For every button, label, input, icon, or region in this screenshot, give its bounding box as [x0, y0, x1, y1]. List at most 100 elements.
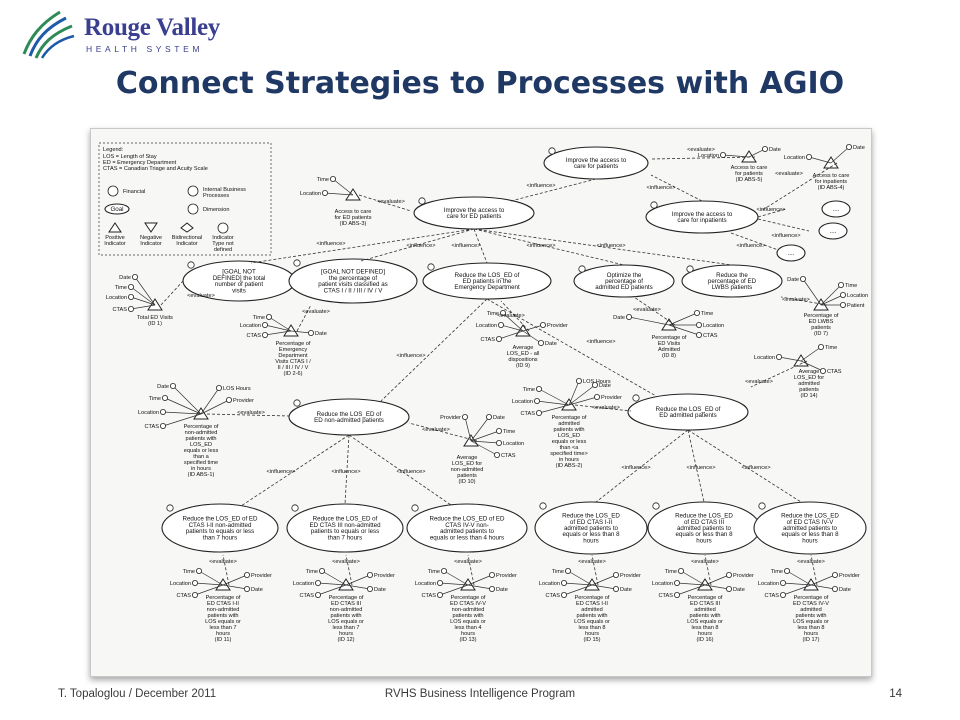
relation-label: <evaluate>: [377, 199, 405, 205]
goal-node: [534, 501, 648, 555]
indicator-label: (ID 10): [458, 479, 475, 485]
dimension-label: Location: [138, 410, 159, 416]
dimension-link: [591, 584, 617, 590]
dimension-node-icon: [216, 384, 223, 391]
dimension-node-icon: [780, 591, 787, 598]
dimension-label: Location: [415, 581, 436, 587]
dimension-link: [591, 574, 617, 586]
goal-label: [GOAL NOT: [222, 269, 256, 276]
evaluate-edge: [591, 554, 599, 586]
indicator-label: hours: [339, 631, 353, 637]
indicator-label: ED CTAS I-II: [207, 601, 239, 607]
ellipsis-label: ....: [833, 206, 840, 213]
dimension-link: [162, 413, 202, 427]
dimension-node-icon: [535, 385, 542, 392]
dimension-link: [264, 324, 292, 332]
influence-edge: [687, 429, 802, 503]
perspective-badge-icon: [548, 147, 556, 155]
evaluate-edge: [750, 360, 808, 388]
indicator-label: Percentage of: [794, 595, 829, 601]
dimension-label: Provider: [547, 323, 568, 329]
goal-label: patients to equals or less: [186, 528, 254, 535]
goal-node: [753, 501, 867, 555]
dimension-label: Provider: [733, 573, 754, 579]
goal-label: ED CTAS III non-admitted: [309, 522, 381, 529]
indicator-label: Percentage of: [329, 595, 364, 601]
perspective-badge-icon: [411, 504, 419, 512]
legend-item: Indicator: [212, 235, 234, 241]
goal-label: Reduce the LOS_ED of ED: [430, 516, 506, 523]
relation-label: <evaluate>: [578, 559, 606, 565]
dimension-link: [680, 570, 706, 586]
dimension-node-icon: [560, 579, 567, 586]
dimension-link: [820, 284, 842, 306]
goal-label: CTAS I / II / III / IV / V: [324, 287, 384, 294]
logo-wing-icon: [22, 10, 75, 59]
footer-program: RVHS Business Intelligence Program: [384, 688, 576, 700]
indicator-label: admitted: [581, 607, 602, 613]
goal-label: of ED CTAS IV-V: [787, 519, 835, 526]
dimension-label: Location: [512, 399, 533, 405]
relation-label: <evaluate>: [687, 147, 715, 153]
indicator-label: patients with: [207, 613, 238, 619]
dimension-link: [222, 574, 248, 586]
indicator-label: Percentage of: [804, 313, 839, 319]
perspective-badge-icon: [758, 502, 766, 510]
collapsed-goal-node: [818, 222, 848, 240]
goal-label: the percentage of: [329, 275, 377, 282]
dimension-label: Time: [771, 569, 783, 575]
dimension-node-icon: [537, 339, 544, 346]
dimension-node-icon: [575, 377, 582, 384]
evaluate-edge: [704, 554, 712, 586]
dimension-label: CTAS: [176, 593, 191, 599]
indicator-label: less than 8: [578, 625, 605, 631]
indicator-label: in hours: [559, 457, 579, 463]
relation-label: <influence>: [527, 243, 556, 249]
dimension-label: Location: [698, 153, 719, 159]
dimension-label: CTAS: [545, 593, 560, 599]
dimension-node-icon: [720, 151, 727, 158]
indicator-label: less than 7: [332, 625, 359, 631]
indicator-label: patients: [457, 473, 477, 479]
footer-author: T. Topaloglou / December 2011: [58, 688, 217, 700]
indicator-label: (ID 2-6): [284, 371, 303, 377]
dimension-link: [194, 582, 224, 586]
dimension-node-icon: [832, 585, 839, 592]
indicator-label: dispositions: [508, 357, 537, 363]
indicator-label: ED CTAS III: [331, 601, 361, 607]
dimension-node-icon: [776, 353, 783, 360]
dimension-node-icon: [560, 591, 567, 598]
perspective-badge-icon: [166, 504, 174, 512]
legend-item: Indicator: [104, 241, 126, 247]
influence-edge: [595, 429, 689, 503]
dimension-label: Provider: [233, 398, 254, 404]
dimension-label: Location: [300, 191, 321, 197]
indicator-label: for ED patients: [335, 215, 372, 221]
indicator-label: ED CTAS I-II: [576, 601, 608, 607]
dimension-node-icon: [314, 579, 321, 586]
goal-node: [406, 503, 528, 553]
relation-label: <evaluate>: [454, 559, 482, 565]
dimension-node-icon: [314, 591, 321, 598]
indicator-label: hours: [698, 631, 712, 637]
dimension-node-icon: [225, 396, 232, 403]
indicator-label: specified time: [184, 460, 218, 466]
dimension-label: LOS Hours: [223, 386, 251, 392]
dimension-node-icon: [762, 145, 769, 152]
goal-label: Reduce the: [716, 272, 748, 279]
bidirectional-indicator-icon: [180, 222, 194, 233]
relation-label: <evaluate>: [782, 297, 810, 303]
dimension-label: CTAS: [112, 307, 127, 313]
dimension-label: Date: [599, 383, 611, 389]
legend-item: Processes: [203, 193, 229, 199]
dimension-link: [498, 330, 524, 340]
indicator-label: Emergency: [279, 347, 307, 353]
indicator-node: [823, 156, 839, 169]
relation-label: <evaluate>: [497, 313, 525, 319]
indicator-label: Access to care: [813, 173, 850, 179]
dimension-label: Location: [652, 581, 673, 587]
dimension-node-icon: [495, 427, 502, 434]
dimension-label: Date: [839, 587, 851, 593]
indicator-node: [793, 354, 809, 367]
